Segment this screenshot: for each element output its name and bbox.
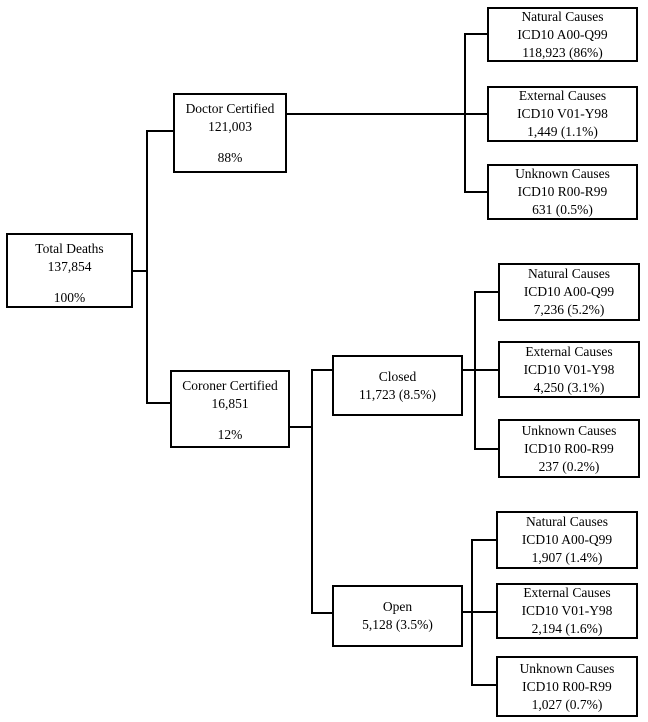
node-value: 237 (0.2%)	[538, 458, 600, 474]
node-label: Unknown Causes	[515, 166, 610, 181]
connector-line	[286, 113, 487, 115]
node-label: Open	[382, 599, 413, 614]
connector-line	[471, 539, 473, 686]
node-percent: 88%	[217, 150, 243, 165]
connector-line	[311, 369, 332, 371]
node-closed-unknown-causes: Unknown Causes ICD10 R00-R99 237 (0.2%)	[498, 419, 640, 478]
connector-line	[311, 612, 332, 614]
node-label: Natural Causes	[527, 266, 611, 281]
node-percent: 12%	[217, 427, 243, 442]
connector-line	[474, 291, 498, 293]
connector-line	[146, 130, 148, 404]
node-label: Closed	[378, 368, 417, 384]
node-value: 121,003	[208, 119, 252, 134]
node-closed: Closed 11,723 (8.5%)	[332, 355, 463, 416]
node-code: ICD10 V01-Y98	[523, 361, 615, 377]
node-label: Unknown Causes	[519, 660, 615, 676]
node-value: 1,907 (1.4%)	[531, 550, 603, 565]
node-value: 11,723 (8.5%)	[358, 386, 437, 402]
node-spacer	[175, 136, 285, 149]
connector-line	[288, 426, 313, 428]
node-code: ICD10 A00-Q99	[521, 532, 613, 547]
node-code: ICD10 A00-Q99	[517, 26, 608, 42]
connector-line	[133, 270, 148, 272]
node-code: ICD10 V01-Y98	[517, 106, 608, 121]
node-doctor-unknown-causes: Unknown Causes ICD10 R00-R99 631 (0.5%)	[487, 164, 638, 220]
node-open-external-causes: External Causes ICD10 V01-Y98 2,194 (1.6…	[496, 583, 638, 639]
node-open-unknown-causes: Unknown Causes ICD10 R00-R99 1,027 (0.7%…	[496, 656, 638, 717]
connector-line	[464, 33, 466, 193]
node-label: Doctor Certified	[185, 101, 275, 116]
node-code: ICD10 V01-Y98	[521, 603, 613, 618]
node-percent: 100%	[53, 290, 86, 305]
node-label: Coroner Certified	[182, 378, 278, 393]
node-value: 5,128 (3.5%)	[362, 617, 433, 632]
connector-line	[464, 33, 487, 35]
node-value: 1,027 (0.7%)	[531, 696, 603, 712]
node-label: Unknown Causes	[521, 422, 617, 438]
connector-line	[463, 369, 498, 371]
node-value: 2,194 (1.6%)	[531, 621, 603, 636]
connector-line	[474, 448, 498, 450]
node-value: 137,854	[47, 259, 92, 274]
node-closed-natural-causes: Natural Causes ICD10 A00-Q99 7,236 (5.2%…	[498, 263, 640, 321]
node-doctor-natural-causes: Natural Causes ICD10 A00-Q99 118,923 (86…	[487, 7, 638, 62]
node-doctor-certified: Doctor Certified 121,003 88%	[173, 93, 287, 173]
node-label: Total Deaths	[35, 241, 104, 256]
node-spacer	[172, 413, 288, 426]
node-code: ICD10 A00-Q99	[523, 284, 615, 299]
node-value: 1,449 (1.1%)	[527, 124, 598, 139]
connector-line	[146, 130, 173, 132]
node-value: 7,236 (5.2%)	[533, 302, 605, 317]
node-value: 118,923 (86%)	[522, 44, 603, 60]
node-label: External Causes	[518, 88, 607, 103]
node-value: 631 (0.5%)	[532, 202, 593, 217]
node-label: External Causes	[523, 585, 611, 600]
node-doctor-external-causes: External Causes ICD10 V01-Y98 1,449 (1.1…	[487, 86, 638, 142]
node-value: 16,851	[211, 396, 249, 411]
node-code: ICD10 R00-R99	[524, 440, 614, 456]
node-label: Natural Causes	[521, 8, 604, 24]
node-open-natural-causes: Natural Causes ICD10 A00-Q99 1,907 (1.4%…	[496, 511, 638, 569]
node-coroner-certified: Coroner Certified 16,851 12%	[170, 370, 290, 448]
connector-line	[464, 191, 487, 193]
connector-line	[474, 291, 476, 450]
connector-line	[463, 611, 496, 613]
node-label: External Causes	[525, 343, 613, 359]
node-total-deaths: Total Deaths 137,854 100%	[6, 233, 133, 308]
connector-line	[471, 539, 496, 541]
node-code: ICD10 R00-R99	[522, 678, 612, 694]
connector-line	[146, 402, 170, 404]
node-closed-external-causes: External Causes ICD10 V01-Y98 4,250 (3.1…	[498, 341, 640, 398]
connector-line	[311, 369, 313, 614]
node-value: 4,250 (3.1%)	[533, 379, 605, 395]
node-spacer	[8, 276, 131, 289]
connector-line	[471, 684, 496, 686]
node-open: Open 5,128 (3.5%)	[332, 585, 463, 647]
node-code: ICD10 R00-R99	[517, 184, 608, 199]
node-label: Natural Causes	[525, 514, 609, 529]
